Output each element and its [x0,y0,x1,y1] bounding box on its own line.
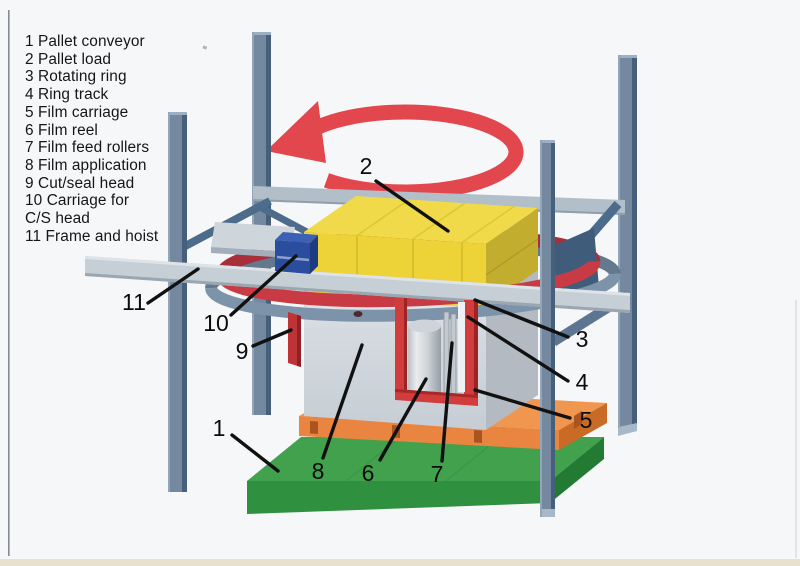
callout-number-6: 6 [362,460,375,486]
callout-leader-6 [378,377,428,462]
legend-item: 1 Pallet conveyor [25,33,145,50]
scan-left-edge [8,10,10,556]
cs-carriage-platform [211,222,295,258]
film-carriage [395,298,478,406]
callout-number-7: 7 [431,461,444,487]
callout-leader-2 [374,179,450,233]
legend-item: 10 Carriage for [25,192,130,210]
film-sheet [458,302,465,392]
callout-number-2: 2 [360,153,373,179]
callout-leader-10 [229,254,298,317]
scan-speck [202,45,208,50]
track-hole [353,311,363,317]
callout-labels: 1 2 3 4 5 6 7 8 9 10 11 [122,153,592,487]
legend-item: 11 Frame and hoist [25,227,159,245]
legend-item: 7 Film feed rollers [25,139,150,157]
legend-item: 3 Rotating ring [25,68,127,86]
callout-number-11: 11 [122,289,146,315]
frame-column-back-right [618,55,637,436]
scan-artifacts [0,10,800,566]
callout-leader-7 [440,341,454,463]
legend-item: 2 Pallet load [25,50,112,68]
callout-number-3: 3 [576,326,589,352]
legend-item: 5 Film carriage [25,103,129,121]
legend-item: 9 Cut/seal head [25,174,135,192]
callout-number-5: 5 [580,407,593,433]
frame-column-back-left [252,32,271,415]
cut-seal-head [288,312,301,367]
scan-bottom-strip [0,559,800,566]
column-bottom-cap [540,509,555,517]
rotating-ring [215,260,601,308]
film-reel [408,319,441,398]
callout-leader-1 [230,433,280,473]
callout-leader-11 [146,267,200,305]
callout-number-10: 10 [203,310,229,336]
rotation-arrow-head [266,101,326,163]
callout-number-4: 4 [576,369,589,395]
hoist-beam [85,256,630,313]
callout-leader-9 [251,328,293,348]
scan-right-edge [795,300,797,558]
legend-item: 6 Film reel [25,121,98,139]
callout-number-8: 8 [312,458,325,484]
callout-number-1: 1 [213,415,226,441]
rotation-arrow [266,101,524,200]
callout-leader-4 [466,315,570,383]
callout-leader-8 [321,343,364,460]
column-bottom-cap [618,423,637,436]
callout-leader-3 [473,298,570,339]
legend-item: 8 Film application [25,156,147,174]
load-side-face [486,208,538,308]
pallet-conveyor [247,436,604,514]
callout-number-9: 9 [236,338,249,364]
callout-leader-5 [473,388,572,420]
legend-item: 4 Ring track [25,86,109,104]
legend-item: C/S head [25,210,90,228]
frame-column-front-left [168,112,187,492]
